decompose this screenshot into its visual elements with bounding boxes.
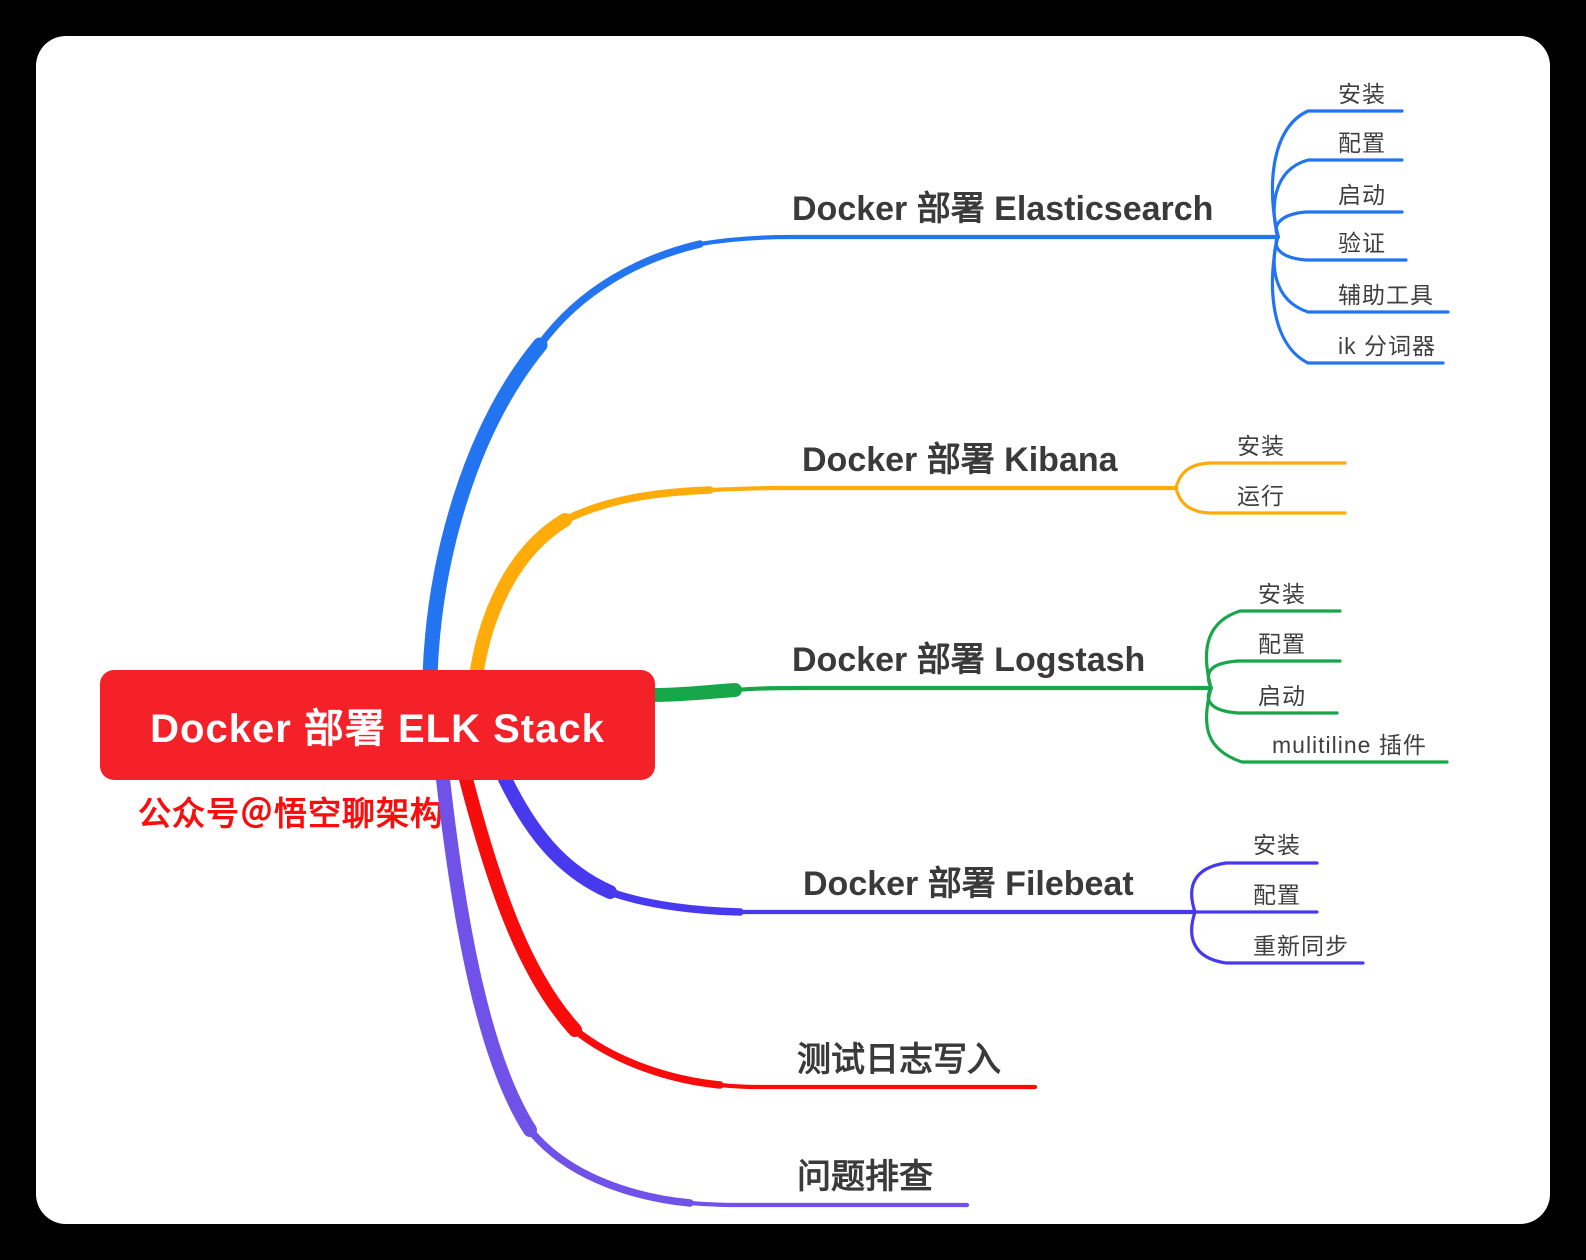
child-label-kibana-1[interactable]: 运行 (1237, 483, 1285, 509)
branch-label-logstash[interactable]: Docker 部署 Logstash (792, 641, 1146, 679)
child-label-elasticsearch-5[interactable]: ik 分词器 (1338, 333, 1436, 359)
child-label-logstash-3[interactable]: mulitiline 插件 (1272, 732, 1427, 758)
child-label-filebeat-0[interactable]: 安装 (1253, 832, 1301, 858)
branch-label-kibana[interactable]: Docker 部署 Kibana (802, 441, 1118, 479)
branch-label-elasticsearch[interactable]: Docker 部署 Elasticsearch (792, 190, 1214, 228)
child-label-elasticsearch-4[interactable]: 辅助工具 (1338, 282, 1434, 308)
child-label-logstash-2[interactable]: 启动 (1258, 683, 1306, 709)
child-label-elasticsearch-3[interactable]: 验证 (1338, 230, 1386, 256)
branch-label-test-log-write[interactable]: 测试日志写入 (797, 1041, 1001, 1079)
child-label-elasticsearch-0[interactable]: 安装 (1338, 81, 1386, 107)
child-label-kibana-0[interactable]: 安装 (1237, 433, 1285, 459)
child-label-logstash-1[interactable]: 配置 (1258, 631, 1306, 657)
root-node-label: Docker 部署 ELK Stack (150, 707, 605, 751)
child-label-filebeat-2[interactable]: 重新同步 (1253, 933, 1349, 959)
child-label-logstash-0[interactable]: 安装 (1258, 581, 1306, 607)
child-label-filebeat-1[interactable]: 配置 (1253, 882, 1301, 908)
child-label-elasticsearch-2[interactable]: 启动 (1338, 182, 1386, 208)
root-node[interactable]: Docker 部署 ELK Stack (100, 670, 655, 780)
branch-label-filebeat[interactable]: Docker 部署 Filebeat (803, 865, 1134, 903)
branch-label-troubleshooting[interactable]: 问题排查 (797, 1158, 933, 1196)
child-label-elasticsearch-1[interactable]: 配置 (1338, 130, 1386, 156)
watermark-caption: 公众号＠悟空聊架构 (138, 795, 444, 832)
